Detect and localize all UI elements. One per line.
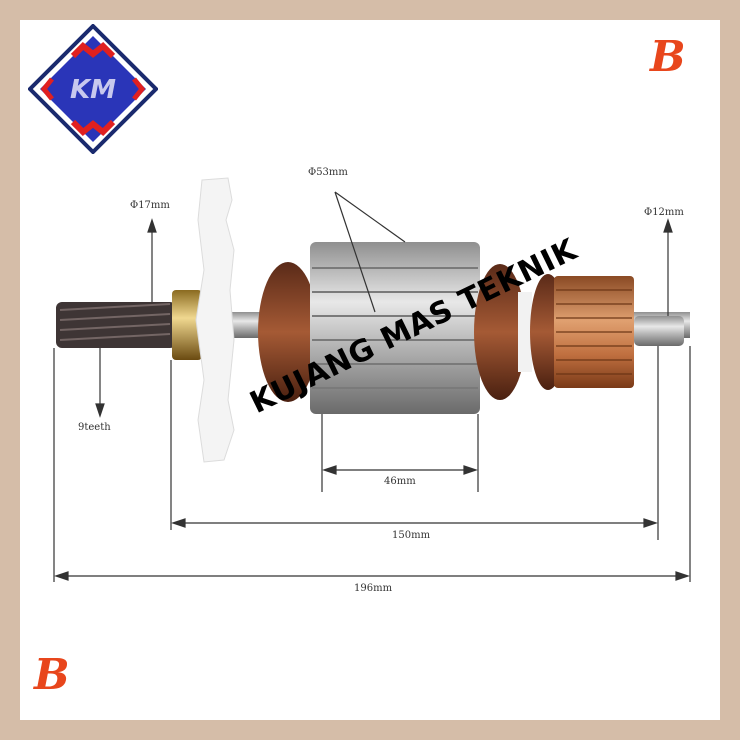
brand-logo-bottom-left: B (34, 650, 70, 699)
product-image: KM B B (20, 20, 720, 720)
core-diameter-label: Φ53mm (308, 167, 348, 178)
brand-logo-top-right: B (650, 32, 686, 81)
core-length-label: 46mm (384, 476, 416, 487)
armature-illustration (53, 177, 691, 582)
teeth-count-label: 9teeth (78, 422, 111, 433)
svg-text:KM: KM (70, 75, 116, 105)
pinion-diameter-label: Φ17mm (130, 200, 170, 211)
overall-length-label: 196mm (354, 583, 393, 594)
bearing-span-label: 150mm (392, 530, 431, 541)
shaft-end-diameter-label: Φ12mm (644, 207, 684, 218)
km-logo-icon: KM (28, 24, 158, 154)
